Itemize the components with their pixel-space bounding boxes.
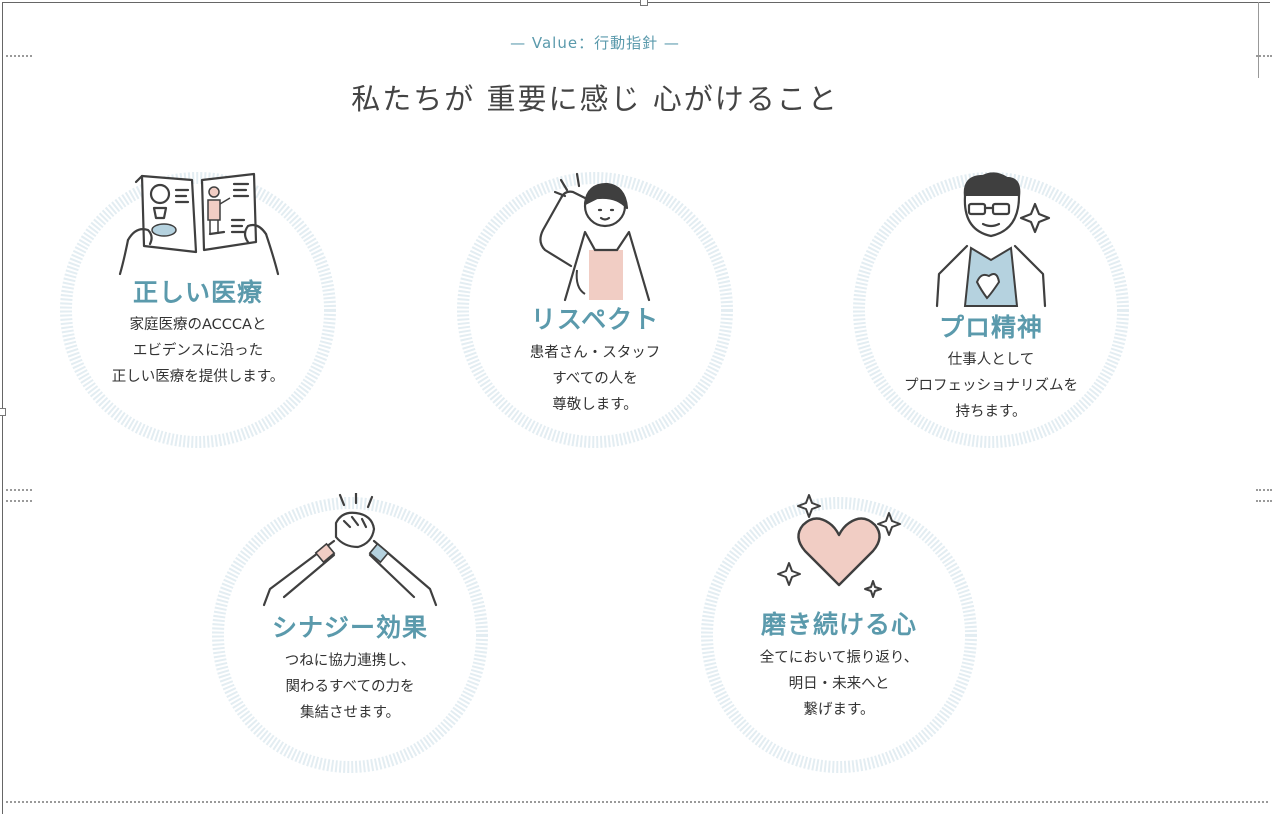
- value-title: 正しい医療: [132, 278, 263, 307]
- dashed-ring: [701, 497, 977, 773]
- value-description: 全てにおいて振り返り、 明日・未来へと 繋げます。: [759, 650, 919, 718]
- value-description: つねに協力連携し、 関わるすべての力を 集結させます。: [284, 653, 416, 721]
- value-description: 仕事人として プロフェッショナリズムを 持ちます。: [904, 352, 1078, 420]
- editor-frame-top: [2, 2, 1270, 3]
- guide-dotted-line: [1256, 55, 1272, 57]
- value-description: 家庭医療のACCCAと エビデンスに沿った 正しい医療を提供します。: [111, 317, 285, 385]
- value-title: 磨き続ける心: [760, 610, 917, 639]
- value-title: プロ精神: [938, 313, 1043, 342]
- value-card-synergy: シナジー効果 つねに協力連携し、 関わるすべての力を 集結させます。: [210, 493, 490, 775]
- dashed-ring: [457, 172, 733, 448]
- resize-handle-left[interactable]: [0, 408, 6, 416]
- value-card-respect: リスペクト 患者さん・スタッフ すべての人を 尊敬します。: [455, 170, 735, 450]
- dashed-ring: [60, 172, 336, 448]
- sparkling-heart-icon: [777, 494, 901, 598]
- guide-dotted-line: [1256, 489, 1272, 491]
- section-bottom-dotted-line: [6, 801, 1268, 803]
- dashed-ring: [212, 497, 488, 773]
- guide-dotted-line: [6, 489, 32, 491]
- guide-dotted-line: [6, 500, 32, 502]
- section-title: 私たちが 重要に感じ 心がけること: [351, 82, 839, 116]
- value-title: シナジー効果: [271, 613, 428, 642]
- value-card-correct-medicine: 正しい医療 家庭医療のACCCAと エビデンスに沿った 正しい医療を提供します。: [58, 170, 338, 450]
- guide-dotted-line: [1256, 500, 1272, 502]
- value-card-professionalism: プロ精神 仕事人として プロフェッショナリズムを 持ちます。: [851, 170, 1131, 450]
- doctor-glasses-icon: [935, 172, 1051, 308]
- value-title: リスペクト: [530, 305, 660, 334]
- section-eyebrow: — Value：行動指針 —: [510, 34, 680, 52]
- value-card-keep-improving: 磨き続ける心 全てにおいて振り返り、 明日・未来へと 繋げます。: [699, 494, 979, 775]
- handshake-icon: [262, 493, 438, 607]
- doctor-salute-icon: [539, 172, 651, 302]
- guide-dotted-line: [6, 55, 32, 57]
- guide-vertical-line: [1258, 2, 1259, 78]
- open-book-anatomy-icon: [118, 172, 280, 276]
- value-description: 患者さん・スタッフ すべての人を 尊敬します。: [529, 345, 661, 413]
- resize-handle-top[interactable]: [640, 0, 648, 6]
